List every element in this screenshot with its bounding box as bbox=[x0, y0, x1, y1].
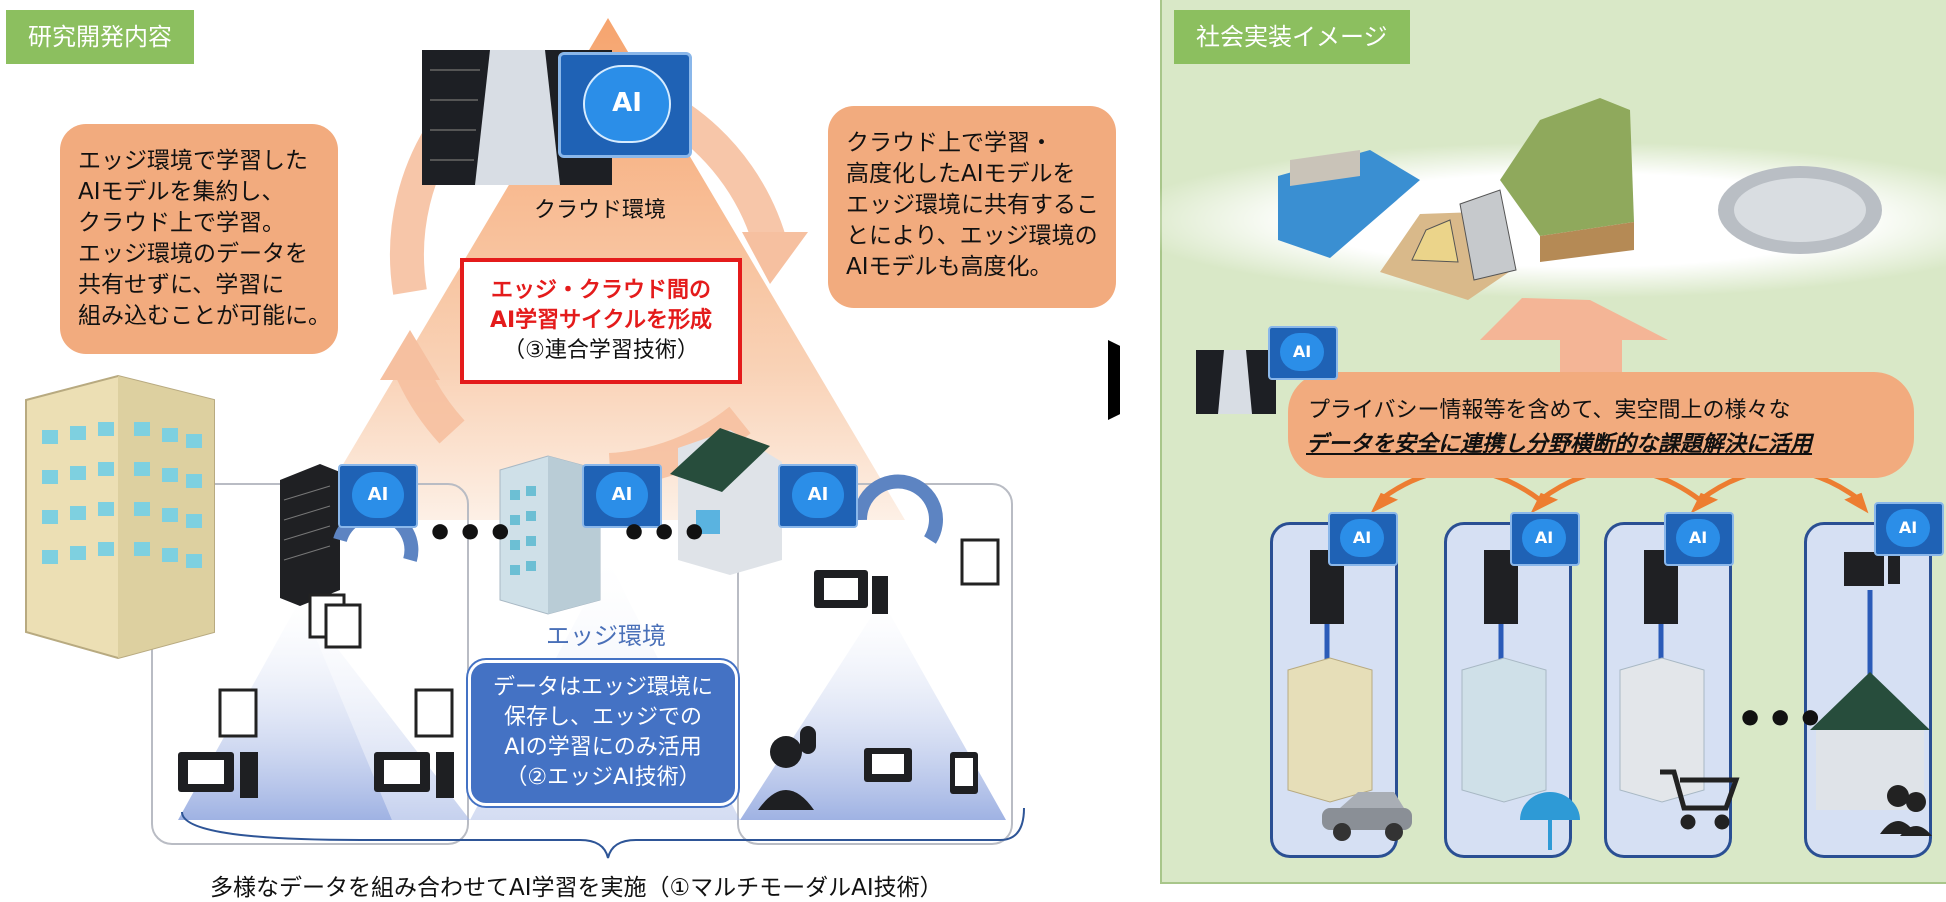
ai-chip-icon: AI bbox=[582, 464, 662, 528]
earthquake-scene-icon bbox=[1380, 189, 1517, 300]
ai-chip-icon: AI bbox=[1328, 512, 1398, 566]
ai-chip-icon: AI bbox=[1874, 502, 1944, 556]
right-line-2: データを安全に連携し分野横断的な課題解決に活用 bbox=[1306, 432, 1813, 457]
up-arrow bbox=[1480, 298, 1668, 372]
transition-arrow-icon bbox=[1108, 340, 1120, 420]
cloud-label: クラウド環境 bbox=[534, 198, 667, 223]
ai-chip-icon: AI bbox=[1664, 512, 1734, 566]
people-icon bbox=[1880, 785, 1932, 836]
umbrella-icon bbox=[1520, 792, 1580, 850]
sync-icon-right bbox=[852, 474, 943, 544]
ai-chip-icon: AI bbox=[778, 464, 858, 528]
right-description-bubble bbox=[1288, 372, 1914, 478]
office-building-large bbox=[25, 374, 215, 660]
right-diagram-graphics bbox=[1160, 98, 1946, 514]
learning-cycle-box: エッジ・クラウド間の AI学習サイクルを形成 （③連合学習技術） bbox=[460, 258, 742, 384]
edge-ai-box: データはエッジ環境に 保存し、エッジでの AIの学習にのみ活用 （②エッジAI技… bbox=[468, 660, 738, 806]
car-icon bbox=[1322, 792, 1412, 841]
ai-chip-icon: AI bbox=[1510, 512, 1580, 566]
landslide-scene-icon bbox=[1500, 98, 1634, 262]
ellipsis: ••• bbox=[620, 508, 711, 559]
column-contents bbox=[1287, 550, 1932, 850]
column-building-icons bbox=[1287, 657, 1930, 810]
ai-chip-icon: AI bbox=[558, 52, 692, 158]
flood-scene-icon bbox=[1278, 150, 1420, 258]
bubble-cloud-to-edge: クラウド上で学習・ 高度化したAIモデルを エッジ環境に共有するこ とにより、エ… bbox=[828, 106, 1116, 308]
computer-icons bbox=[178, 570, 978, 798]
section-tag-research: 研究開発内容 bbox=[6, 10, 194, 64]
right-line-1: プライバシー情報等を含めて、実空間上の様々な bbox=[1308, 398, 1791, 423]
ai-chip-icon: AI bbox=[338, 464, 418, 528]
server-rack-icon bbox=[280, 464, 340, 606]
section-tag-implementation: 社会実装イメージ bbox=[1174, 10, 1410, 64]
house-icon bbox=[670, 428, 782, 575]
bubble-edge-to-cloud: エッジ環境で学習した AIモデルを集約し、 クラウド上で学習。 エッジ環境のデー… bbox=[60, 124, 338, 354]
ellipsis: ••• bbox=[426, 508, 517, 559]
ellipsis: ••• bbox=[1736, 694, 1827, 745]
brace bbox=[181, 807, 1025, 859]
bottom-caption: 多様なデータを組み合わせてAI学習を実施（①マルチモーダルAI技術） bbox=[210, 875, 943, 901]
shopping-cart-icon bbox=[1660, 769, 1740, 830]
edge-label: エッジ環境 bbox=[546, 622, 666, 650]
person-mic-icon bbox=[758, 726, 816, 810]
traffic-jam-icon bbox=[1718, 166, 1882, 254]
document-icons bbox=[218, 538, 1000, 738]
ai-chip-icon: AI bbox=[1268, 326, 1338, 380]
